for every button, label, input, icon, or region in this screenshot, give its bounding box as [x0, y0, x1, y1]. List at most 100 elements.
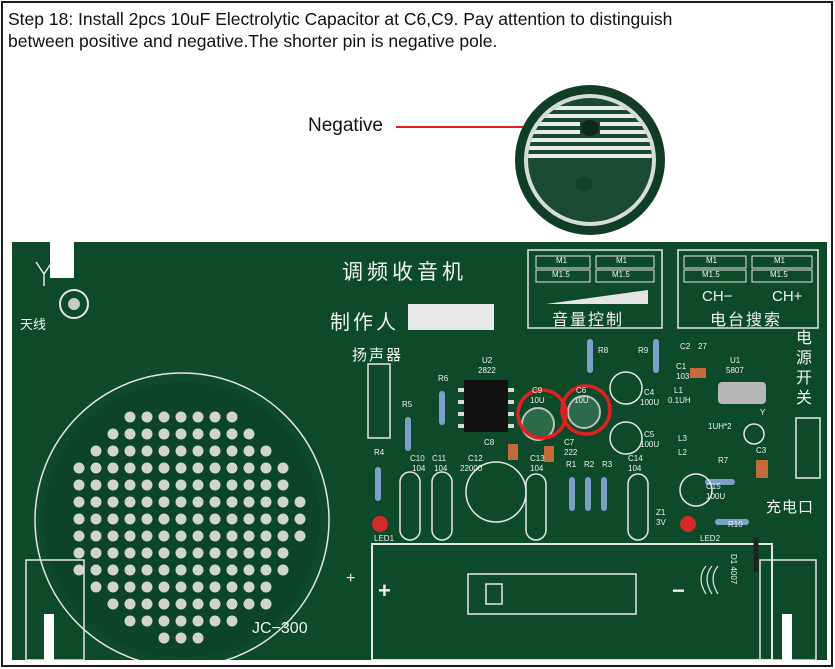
speaker-hole	[90, 513, 102, 525]
speaker-hole	[124, 411, 136, 423]
speaker-hole	[124, 564, 136, 576]
speaker-hole	[277, 547, 289, 559]
speaker-hole	[226, 428, 238, 440]
speaker-hole	[175, 598, 187, 610]
speaker-hole	[294, 530, 306, 542]
speaker-hole	[107, 598, 119, 610]
speaker-hole	[226, 547, 238, 559]
speaker-hole	[243, 547, 255, 559]
speaker-hole	[175, 411, 187, 423]
speaker-hole	[141, 598, 153, 610]
channel-search-label: 电台搜索	[710, 310, 783, 329]
speaker-hole	[107, 581, 119, 593]
ch-m15-left: M1.5	[702, 270, 720, 279]
step-instruction: Step 18: Install 2pcs 10uF Electrolytic …	[8, 8, 823, 52]
pcb-board: 调频收音机 制作人 天线 扬声器 音量控制 电台搜索 电源开关 充电口 JC−3…	[12, 242, 827, 660]
speaker-hole	[209, 581, 221, 593]
crystal-y-label: Y	[760, 408, 766, 417]
u2-label: U2	[482, 356, 493, 365]
c13-label: C13	[530, 454, 545, 463]
speaker-hole	[90, 547, 102, 559]
speaker-hole	[158, 428, 170, 440]
speaker-hole	[243, 564, 255, 576]
speaker-hole	[277, 496, 289, 508]
speaker-hole	[192, 530, 204, 542]
speaker-hole	[175, 547, 187, 559]
speaker-hole	[107, 462, 119, 474]
speaker-hole	[209, 428, 221, 440]
l1-value: 0.1UH	[668, 396, 691, 405]
speaker-hole	[141, 530, 153, 542]
u2-value: 2822	[478, 366, 496, 375]
speaker-hole	[226, 581, 238, 593]
speaker-hole	[192, 615, 204, 627]
speaker-hole	[158, 479, 170, 491]
vol-m15-right: M1.5	[612, 270, 630, 279]
speaker-hole	[107, 496, 119, 508]
battery-minus-sign: −	[672, 578, 685, 603]
u1-label: U1	[730, 356, 741, 365]
speaker-hole	[260, 547, 272, 559]
speaker-hole	[141, 411, 153, 423]
speaker-hole	[243, 496, 255, 508]
speaker-hole	[226, 479, 238, 491]
u1-value: 5807	[726, 366, 744, 375]
speaker-hole	[141, 445, 153, 457]
speaker-hole	[226, 513, 238, 525]
speaker-hole	[294, 513, 306, 525]
speaker-hole	[226, 564, 238, 576]
speaker-hole	[260, 513, 272, 525]
speaker-hole	[124, 462, 136, 474]
c7-label: C7	[564, 438, 575, 447]
c11-value: 104	[434, 464, 448, 473]
c12-label: C12	[468, 454, 483, 463]
speaker-hole	[124, 445, 136, 457]
speaker-hole	[158, 564, 170, 576]
c12-value: 22000	[460, 464, 483, 473]
speaker-hole	[73, 479, 85, 491]
speaker-hole	[158, 632, 170, 644]
r9-label: R9	[638, 346, 649, 355]
d1-label: D1 4007	[729, 554, 738, 585]
speaker-hole	[192, 564, 204, 576]
c8-label: C8	[484, 438, 495, 447]
r7-label: R7	[718, 456, 729, 465]
speaker-hole	[73, 530, 85, 542]
vol-m1-right: M1	[616, 256, 628, 265]
speaker-hole	[260, 598, 272, 610]
speaker-hole	[175, 496, 187, 508]
speaker-hole	[73, 547, 85, 559]
l-value: 1UH*2	[708, 422, 732, 431]
z1-value: 3V	[656, 518, 666, 527]
speaker-hole	[124, 428, 136, 440]
speaker-hole	[175, 581, 187, 593]
speaker-hole	[175, 428, 187, 440]
speaker-hole	[192, 496, 204, 508]
speaker-hole	[124, 513, 136, 525]
speaker-hole	[158, 547, 170, 559]
c6-value: 10U	[574, 396, 589, 405]
speaker-hole	[158, 445, 170, 457]
speaker-hole	[243, 428, 255, 440]
speaker-hole	[192, 581, 204, 593]
c9-value: 10U	[530, 396, 545, 405]
speaker-hole	[141, 564, 153, 576]
step-instruction-line-1: Step 18: Install 2pcs 10uF Electrolytic …	[8, 9, 673, 29]
ch-m1-left: M1	[706, 256, 718, 265]
speaker-hole	[209, 445, 221, 457]
l3-label: L3	[678, 434, 687, 443]
speaker-hole	[277, 462, 289, 474]
speaker-hole	[277, 479, 289, 491]
battery-plus-sign: +	[378, 578, 391, 603]
speaker-hole	[209, 411, 221, 423]
l2-label: L2	[678, 448, 687, 457]
speaker-hole	[90, 462, 102, 474]
led1-label: LED1	[374, 534, 395, 543]
l1-label: L1	[674, 386, 683, 395]
board-plus-sign: +	[346, 570, 356, 587]
speaker-hole	[73, 513, 85, 525]
r2-label: R2	[584, 460, 595, 469]
speaker-hole	[277, 530, 289, 542]
speaker-hole	[124, 479, 136, 491]
speaker-hole	[209, 598, 221, 610]
